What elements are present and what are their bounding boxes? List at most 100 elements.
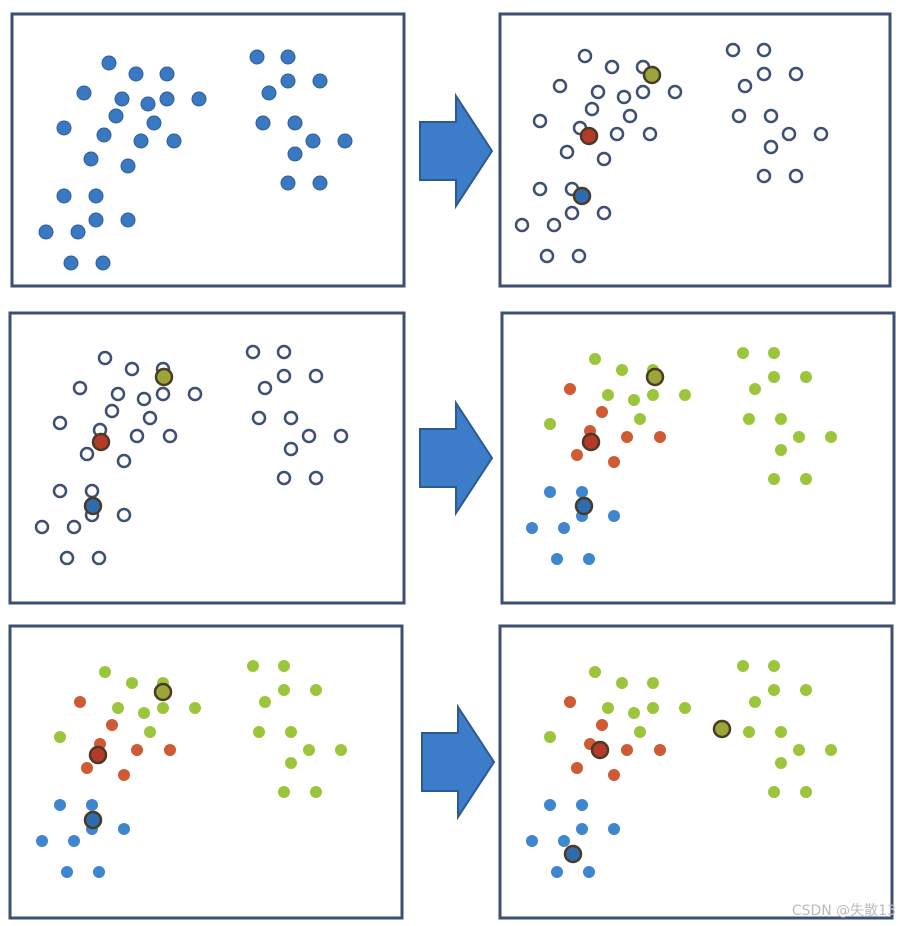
data-point bbox=[749, 696, 761, 708]
data-point bbox=[571, 449, 583, 461]
data-point bbox=[622, 108, 638, 124]
data-point bbox=[97, 350, 113, 366]
data-point bbox=[800, 684, 812, 696]
data-point bbox=[259, 696, 271, 708]
data-point bbox=[312, 73, 328, 89]
data-point bbox=[768, 347, 780, 359]
panel-6 bbox=[498, 624, 894, 920]
data-point bbox=[34, 519, 50, 535]
data-point bbox=[526, 835, 538, 847]
data-point bbox=[285, 726, 297, 738]
data-point bbox=[93, 866, 105, 878]
data-point bbox=[793, 744, 805, 756]
data-point bbox=[308, 368, 324, 384]
data-point bbox=[101, 55, 117, 71]
data-point bbox=[159, 66, 175, 82]
data-point bbox=[81, 762, 93, 774]
data-point bbox=[737, 78, 753, 94]
data-point bbox=[88, 188, 104, 204]
centroid-marker bbox=[581, 432, 601, 452]
data-point bbox=[596, 205, 612, 221]
data-point bbox=[312, 175, 328, 191]
data-point bbox=[781, 126, 797, 142]
data-point bbox=[276, 470, 292, 486]
data-point bbox=[116, 453, 132, 469]
data-point bbox=[825, 744, 837, 756]
data-point bbox=[120, 212, 136, 228]
right-arrow-icon bbox=[421, 703, 496, 821]
data-point bbox=[72, 380, 88, 396]
data-point bbox=[628, 707, 640, 719]
data-point bbox=[596, 719, 608, 731]
data-point bbox=[768, 473, 780, 485]
data-point bbox=[737, 660, 749, 672]
data-point bbox=[589, 666, 601, 678]
data-point bbox=[283, 410, 299, 426]
data-point bbox=[647, 702, 659, 714]
data-point bbox=[768, 684, 780, 696]
data-point bbox=[763, 139, 779, 155]
data-point bbox=[287, 115, 303, 131]
data-point bbox=[756, 66, 772, 82]
data-point bbox=[56, 188, 72, 204]
centroid-marker bbox=[645, 367, 665, 387]
data-point bbox=[112, 702, 124, 714]
data-point bbox=[800, 786, 812, 798]
data-point bbox=[136, 391, 152, 407]
watermark: CSDN @失散13 bbox=[791, 903, 896, 919]
data-point bbox=[800, 473, 812, 485]
data-point bbox=[276, 344, 292, 360]
data-point bbox=[679, 389, 691, 401]
data-point bbox=[144, 726, 156, 738]
data-point bbox=[608, 510, 620, 522]
data-point bbox=[546, 217, 562, 233]
data-point bbox=[283, 441, 299, 457]
data-point bbox=[54, 799, 66, 811]
data-point bbox=[788, 66, 804, 82]
data-point bbox=[131, 744, 143, 756]
data-point bbox=[756, 168, 772, 184]
data-point bbox=[285, 757, 297, 769]
centroid-marker bbox=[563, 844, 583, 864]
data-point bbox=[608, 456, 620, 468]
data-point bbox=[743, 413, 755, 425]
data-point bbox=[257, 380, 273, 396]
data-point bbox=[76, 85, 92, 101]
data-point bbox=[544, 486, 556, 498]
data-point bbox=[126, 677, 138, 689]
data-point bbox=[768, 371, 780, 383]
data-point bbox=[532, 181, 548, 197]
data-point bbox=[38, 224, 54, 240]
data-point bbox=[731, 108, 747, 124]
data-point bbox=[245, 344, 261, 360]
data-point bbox=[634, 413, 646, 425]
data-point bbox=[70, 224, 86, 240]
data-point bbox=[793, 431, 805, 443]
data-point bbox=[768, 786, 780, 798]
panel-1 bbox=[10, 12, 406, 288]
data-point bbox=[609, 126, 625, 142]
data-point bbox=[775, 413, 787, 425]
data-point bbox=[667, 84, 683, 100]
data-point bbox=[278, 684, 290, 696]
data-point bbox=[571, 248, 587, 264]
data-point bbox=[576, 823, 588, 835]
data-point bbox=[583, 866, 595, 878]
data-point bbox=[261, 85, 277, 101]
data-point bbox=[159, 91, 175, 107]
data-point bbox=[514, 217, 530, 233]
data-point bbox=[551, 553, 563, 565]
centroid-marker bbox=[712, 719, 732, 739]
data-point bbox=[564, 205, 580, 221]
data-point bbox=[142, 410, 158, 426]
data-point bbox=[146, 115, 162, 131]
data-point bbox=[249, 49, 265, 65]
data-point bbox=[63, 255, 79, 271]
data-point bbox=[635, 84, 651, 100]
panel-3 bbox=[8, 311, 406, 605]
data-point bbox=[551, 866, 563, 878]
data-point bbox=[308, 470, 324, 486]
data-point bbox=[52, 415, 68, 431]
data-point bbox=[278, 786, 290, 798]
